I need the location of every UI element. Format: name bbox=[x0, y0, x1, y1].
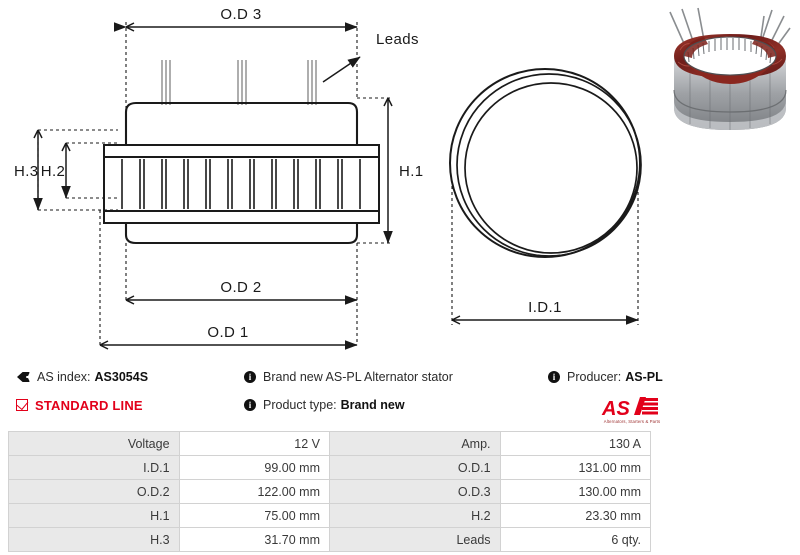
top-view-witness-lines bbox=[451, 180, 639, 325]
photo-inner-winding-left bbox=[684, 37, 708, 58]
photo-inner-winding-bottom bbox=[686, 62, 774, 84]
specification-table: Voltage 12 V Amp. 130 A I.D.1 99.00 mm O… bbox=[8, 431, 652, 552]
spec-table-body: Voltage 12 V Amp. 130 A I.D.1 99.00 mm O… bbox=[8, 431, 652, 552]
dimension-h1: H.1 bbox=[383, 97, 424, 244]
top-view bbox=[449, 68, 642, 258]
spec-key: Amp. bbox=[329, 431, 501, 456]
spec-key: I.D.1 bbox=[8, 455, 180, 480]
technical-drawing: O.D 3 Leads H.1 H.3 bbox=[14, 6, 642, 350]
upper-flange bbox=[103, 144, 380, 158]
drawing-canvas: O.D 3 Leads H.1 H.3 bbox=[14, 6, 642, 350]
tag-icon bbox=[16, 371, 30, 383]
dim-label-od2: O.D 2 bbox=[220, 279, 261, 296]
dim-label-od1: O.D 1 bbox=[207, 324, 248, 341]
product-type-row: i Product type: Brand new bbox=[244, 394, 544, 416]
spec-key: Voltage bbox=[8, 431, 180, 456]
standard-line-label: STANDARD LINE bbox=[35, 397, 143, 413]
as-pl-logo-mark: AS bbox=[601, 397, 658, 420]
photo-bore-outline bbox=[683, 36, 777, 76]
spec-value: 130.00 mm bbox=[499, 479, 652, 504]
spec-key: O.D.2 bbox=[8, 479, 180, 504]
producer-value: AS-PL bbox=[625, 369, 663, 384]
table-row: H.3 31.70 mm Leads 6 qty. bbox=[8, 527, 652, 552]
spec-key: H.1 bbox=[8, 503, 180, 528]
table-row: H.1 75.00 mm H.2 23.30 mm bbox=[8, 503, 652, 528]
checkbox-icon bbox=[16, 399, 28, 411]
logo-stripes bbox=[634, 397, 658, 415]
dim-label-h2: H.2 bbox=[41, 163, 66, 180]
table-row: O.D.2 122.00 mm O.D.3 130.00 mm bbox=[8, 479, 652, 504]
info-icon: i bbox=[244, 399, 256, 411]
dim-label-h3: H.3 bbox=[14, 163, 39, 180]
table-row: Voltage 12 V Amp. 130 A bbox=[8, 431, 652, 456]
as-index-label: AS index: bbox=[37, 369, 91, 384]
description-text: Brand new AS-PL Alternator stator bbox=[263, 369, 453, 384]
info-column-middle: i Brand new AS-PL Alternator stator i Pr… bbox=[244, 366, 544, 422]
spec-value: 122.00 mm bbox=[178, 479, 331, 504]
dimension-od3: O.D 3 bbox=[114, 6, 358, 32]
side-view bbox=[37, 22, 390, 345]
as-index-value: AS3054S bbox=[94, 369, 149, 384]
dim-label-id1: I.D.1 bbox=[528, 299, 562, 316]
lower-winding-outline bbox=[124, 223, 359, 245]
spec-value: 31.70 mm bbox=[178, 527, 331, 552]
lower-flange bbox=[103, 210, 380, 224]
info-strip: AS index: AS3054S STANDARD LINE i Brand … bbox=[0, 366, 800, 428]
producer-row: i Producer: AS-PL bbox=[548, 366, 798, 388]
spec-value: 131.00 mm bbox=[499, 455, 652, 480]
info-column-right: i Producer: AS-PL bbox=[548, 366, 798, 394]
spec-value: 75.00 mm bbox=[178, 503, 331, 528]
spec-key: O.D.1 bbox=[329, 455, 501, 480]
dim-label-od3: O.D 3 bbox=[220, 6, 261, 23]
product-type-value: Brand new bbox=[340, 397, 405, 412]
spec-key: H.2 bbox=[329, 503, 501, 528]
dimension-h3: H.3 bbox=[14, 129, 43, 211]
spec-value: 130 A bbox=[499, 431, 652, 456]
photo-inner-winding-right bbox=[752, 37, 776, 58]
product-photo bbox=[664, 4, 796, 144]
info-icon: i bbox=[548, 371, 560, 383]
spec-key: Leads bbox=[329, 527, 501, 552]
dim-label-h1: H.1 bbox=[399, 163, 424, 180]
info-column-left: AS index: AS3054S STANDARD LINE bbox=[16, 366, 246, 422]
spec-value: 99.00 mm bbox=[178, 455, 331, 480]
spec-key: O.D.3 bbox=[329, 479, 501, 504]
spec-value: 12 V bbox=[178, 431, 331, 456]
spec-value: 23.30 mm bbox=[499, 503, 652, 528]
dimension-id1: I.D.1 bbox=[451, 299, 639, 325]
product-type-label: Product type: bbox=[263, 397, 337, 412]
as-index-row: AS index: AS3054S bbox=[16, 366, 246, 388]
producer-label: Producer: bbox=[567, 369, 622, 384]
dimension-h2: H.2 bbox=[41, 142, 71, 199]
brand-logo: AS Alternators, Starters & Parts bbox=[580, 396, 684, 426]
spec-key: H.3 bbox=[8, 527, 180, 552]
description-row: i Brand new AS-PL Alternator stator bbox=[244, 366, 544, 388]
upper-winding-outline bbox=[124, 101, 359, 145]
logo-letters: AS bbox=[601, 398, 630, 420]
standard-line-row: STANDARD LINE bbox=[16, 394, 246, 416]
dim-label-leads: Leads bbox=[376, 31, 419, 48]
table-row: I.D.1 99.00 mm O.D.1 131.00 mm bbox=[8, 455, 652, 480]
logo-tagline: Alternators, Starters & Parts bbox=[603, 419, 661, 424]
photo-inner-bore bbox=[684, 37, 776, 75]
stator-photo-illustration bbox=[669, 7, 791, 130]
dimension-od1: O.D 1 bbox=[99, 324, 358, 350]
dimension-od2: O.D 2 bbox=[125, 279, 358, 305]
spec-value: 6 qty. bbox=[499, 527, 652, 552]
info-icon: i bbox=[244, 371, 256, 383]
lead-wires bbox=[161, 60, 317, 105]
dimension-leads: Leads bbox=[322, 31, 419, 83]
core-laminations bbox=[121, 159, 361, 209]
